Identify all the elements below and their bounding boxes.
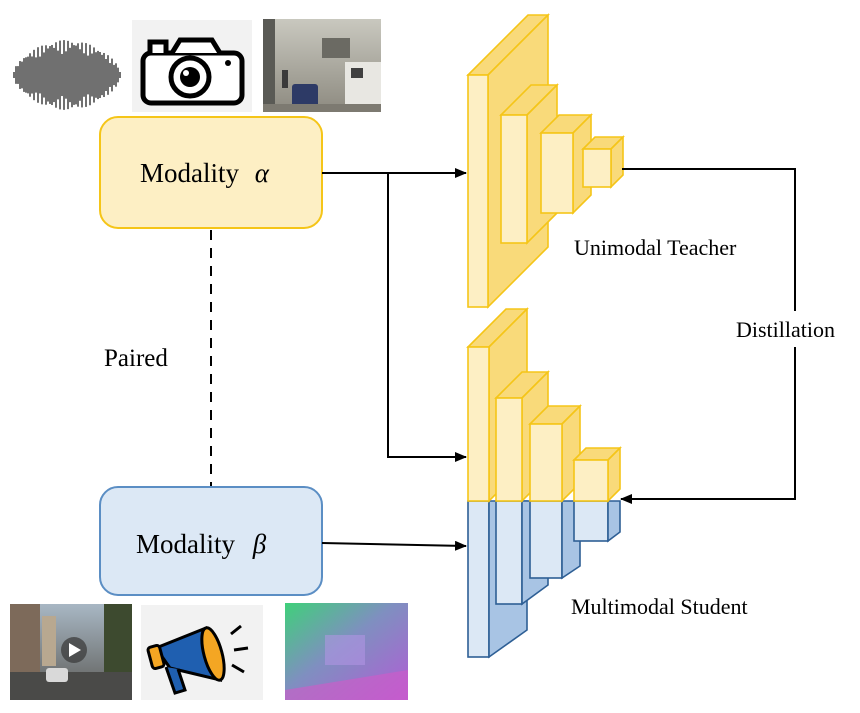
modality-beta-box: Modality β: [99, 486, 323, 596]
megaphone-icon: [141, 605, 263, 700]
student-yellow-4: [572, 446, 622, 503]
street-video-icon: [10, 604, 132, 700]
svg-text:Modality β: Modality β: [136, 529, 267, 559]
distillation-label: Distillation: [736, 317, 835, 342]
unimodal-teacher-network: [466, 13, 625, 309]
student-blue-2: [495, 500, 523, 605]
beta-symbol: β: [252, 529, 267, 559]
teacher-label: Unimodal Teacher: [574, 235, 737, 260]
camera-icon: [132, 20, 252, 112]
svg-text:Modality α: Modality α: [140, 158, 270, 188]
depth-map-icon: [285, 603, 408, 700]
student-blue-4: [573, 500, 609, 542]
alpha-symbol: α: [255, 158, 270, 188]
room-photo-icon: [263, 19, 381, 112]
modality-alpha-label: Modality: [140, 158, 239, 188]
student-yellow-3: [528, 404, 582, 503]
modality-beta-label: Modality: [136, 529, 235, 559]
student-blue-1: [467, 500, 490, 658]
student-label: Multimodal Student: [571, 594, 748, 619]
modality-alpha-box: Modality α: [99, 116, 323, 229]
audio-waveform-icon: [13, 40, 121, 110]
teacher-layer-4: [581, 135, 625, 189]
beta-to-student-arrow: [321, 540, 467, 551]
paired-label: Paired: [104, 345, 168, 372]
student-blue-3: [529, 500, 563, 579]
teacher-layer-3: [539, 113, 593, 215]
alpha-to-student-arrow: [387, 173, 467, 462]
multimodal-student-network: [466, 307, 622, 659]
